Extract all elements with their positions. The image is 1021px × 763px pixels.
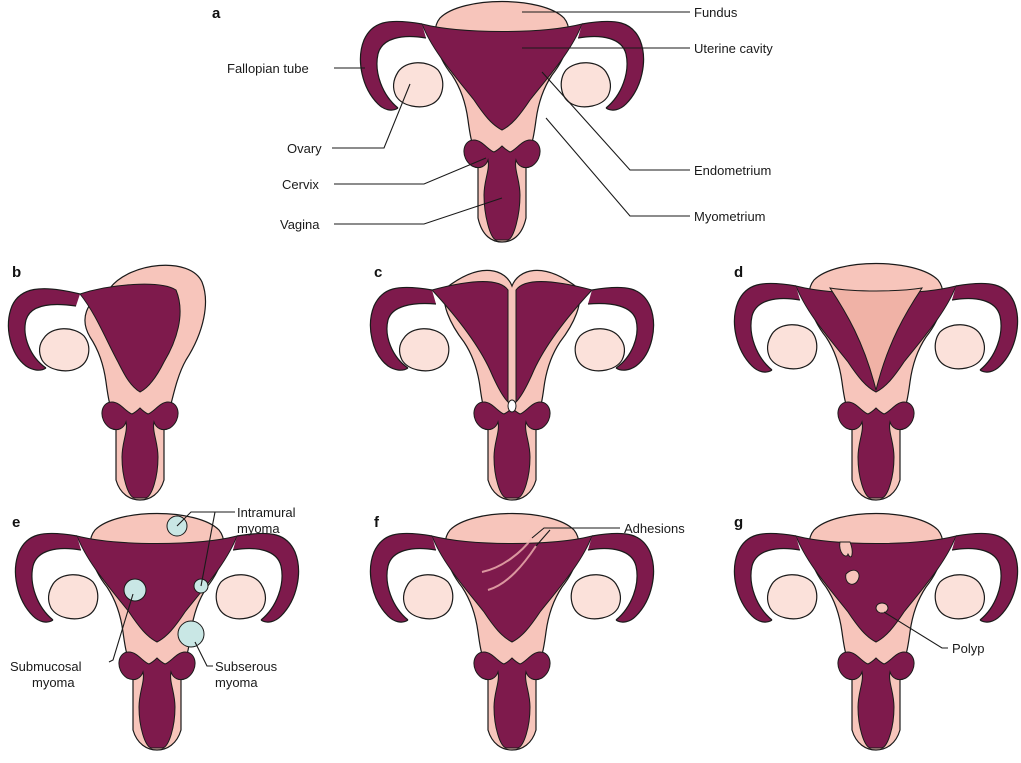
panel-f: f Adhesions (370, 514, 685, 751)
label-intramural-2: myoma (237, 521, 280, 536)
label-myometrium: Myometrium (694, 209, 766, 224)
panel-a: a Fundus Uterine cavity Fallopian tube O… (212, 2, 773, 243)
cervix-vagina-shape (838, 652, 914, 748)
label-adhesions: Adhesions (624, 521, 685, 536)
myometrium-leader (546, 118, 690, 216)
right-ovary (216, 575, 265, 619)
submucosal-myoma (124, 579, 146, 601)
label-submucosal-2: myoma (32, 675, 75, 690)
label-ovary: Ovary (287, 141, 322, 156)
vagina-leader (334, 198, 502, 224)
right-ovary (935, 575, 984, 619)
label-vagina: Vagina (280, 217, 320, 232)
subserous-myoma (178, 621, 204, 647)
cervix-vagina-shape (464, 140, 540, 240)
panel-g: g Polyp (734, 514, 1018, 751)
panel-d: d (734, 264, 1018, 501)
label-submucosal-1: Submucosal (10, 659, 82, 674)
panel-letter-f: f (374, 514, 380, 531)
label-fundus: Fundus (694, 5, 738, 20)
panel-e: e Intramural myoma Submucosal myoma Subs… (10, 505, 299, 750)
right-ovary (575, 329, 624, 371)
label-cervix: Cervix (282, 177, 319, 192)
label-uterine-cavity: Uterine cavity (694, 41, 773, 56)
cervix-vagina-shape (474, 652, 550, 748)
left-ovary (768, 575, 817, 619)
right-ovary (935, 325, 984, 369)
panel-letter-b: b (12, 264, 21, 281)
panel-letter-g: g (734, 514, 743, 531)
cervix-leader (334, 158, 486, 184)
uterine-cavity-shape (422, 24, 582, 130)
label-fallopian-tube: Fallopian tube (227, 61, 309, 76)
left-ovary (394, 63, 443, 107)
panel-letter-e: e (12, 514, 20, 531)
label-subserous-1: Subserous (215, 659, 278, 674)
right-ovary (571, 575, 620, 619)
panel-c: c (370, 264, 653, 500)
uterine-cavity-shape (77, 536, 237, 642)
cervix-vagina-shape (838, 402, 914, 498)
panel-b: b (8, 264, 205, 500)
cervix-vagina-shape (102, 402, 178, 498)
panel-letter-c: c (374, 264, 382, 281)
panel-letter-d: d (734, 264, 743, 281)
left-ovary (49, 575, 98, 619)
polyp-2 (846, 570, 859, 584)
left-ovary (768, 325, 817, 369)
left-ovary (404, 575, 453, 619)
left-ovary (400, 329, 449, 371)
label-intramural-1: Intramural (237, 505, 296, 520)
panel-letter-a: a (212, 5, 221, 22)
uterine-cavity-shape (796, 536, 956, 642)
cervix-vagina-shape (119, 652, 195, 748)
septum-tip (508, 400, 516, 412)
uterine-cavity-shape (432, 536, 592, 642)
cervix-vagina-shape (474, 402, 550, 498)
left-ovary (40, 329, 89, 371)
label-polyp: Polyp (952, 641, 985, 656)
right-ovary (561, 63, 610, 107)
label-endometrium: Endometrium (694, 163, 771, 178)
label-subserous-2: myoma (215, 675, 258, 690)
polyp-3 (876, 603, 888, 613)
